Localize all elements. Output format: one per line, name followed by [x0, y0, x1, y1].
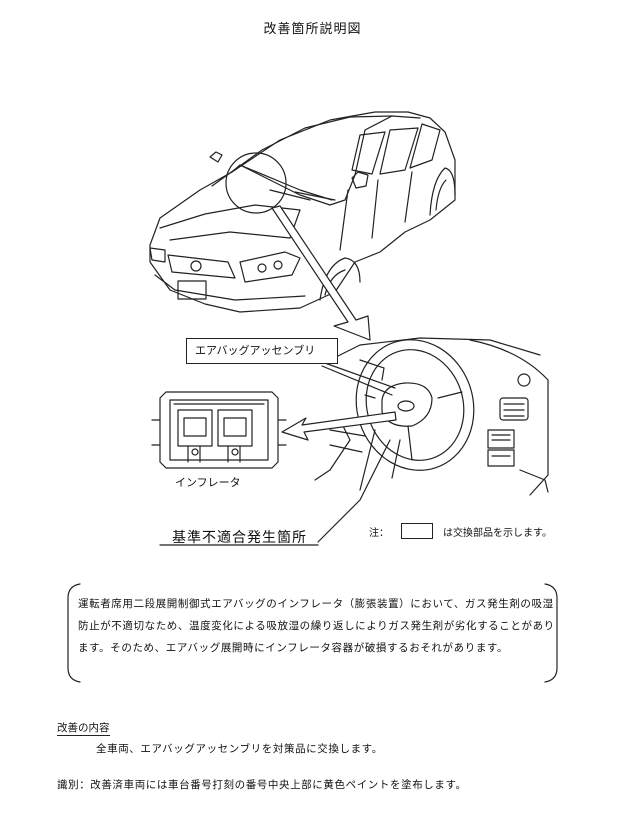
improvement-text: 全車両、エアバッグアッセンブリを対策品に交換します。: [96, 743, 383, 755]
legend-note: 注： は交換部品を示します。: [369, 523, 552, 539]
identification-text: 識別：改善済車両には車台番号打刻の番号中央上部に黄色ペイントを塗布します。: [57, 779, 467, 791]
inflator-arrow: [281, 411, 397, 441]
nonconforming-part-label: 基準不適合発生箇所: [172, 530, 307, 546]
airbag-assembly-label: エアバッグアッセンブリ: [186, 338, 338, 364]
nonconforming-pointer: [317, 439, 391, 543]
inflator-label: インフレータ: [175, 476, 241, 489]
callout-arrow: [271, 205, 371, 341]
note-suffix: は交換部品を示します。: [443, 527, 552, 539]
interior-illustration: [314, 337, 549, 496]
car-illustration: [149, 111, 456, 313]
defect-description: 運転者席用二段展開制御式エアバッグのインフレータ（膨張装置）において、ガス発生剤…: [78, 598, 555, 654]
callout-circle: [225, 152, 287, 214]
improvement-heading: 改善の内容: [57, 722, 110, 736]
desc-bracket-right: [544, 583, 558, 683]
page-title: 改善箇所説明図: [263, 22, 362, 37]
desc-bracket-left: [67, 583, 81, 683]
note-prefix: 注：: [369, 527, 389, 539]
inflator-illustration: [151, 391, 287, 469]
legend-box: [401, 523, 433, 539]
